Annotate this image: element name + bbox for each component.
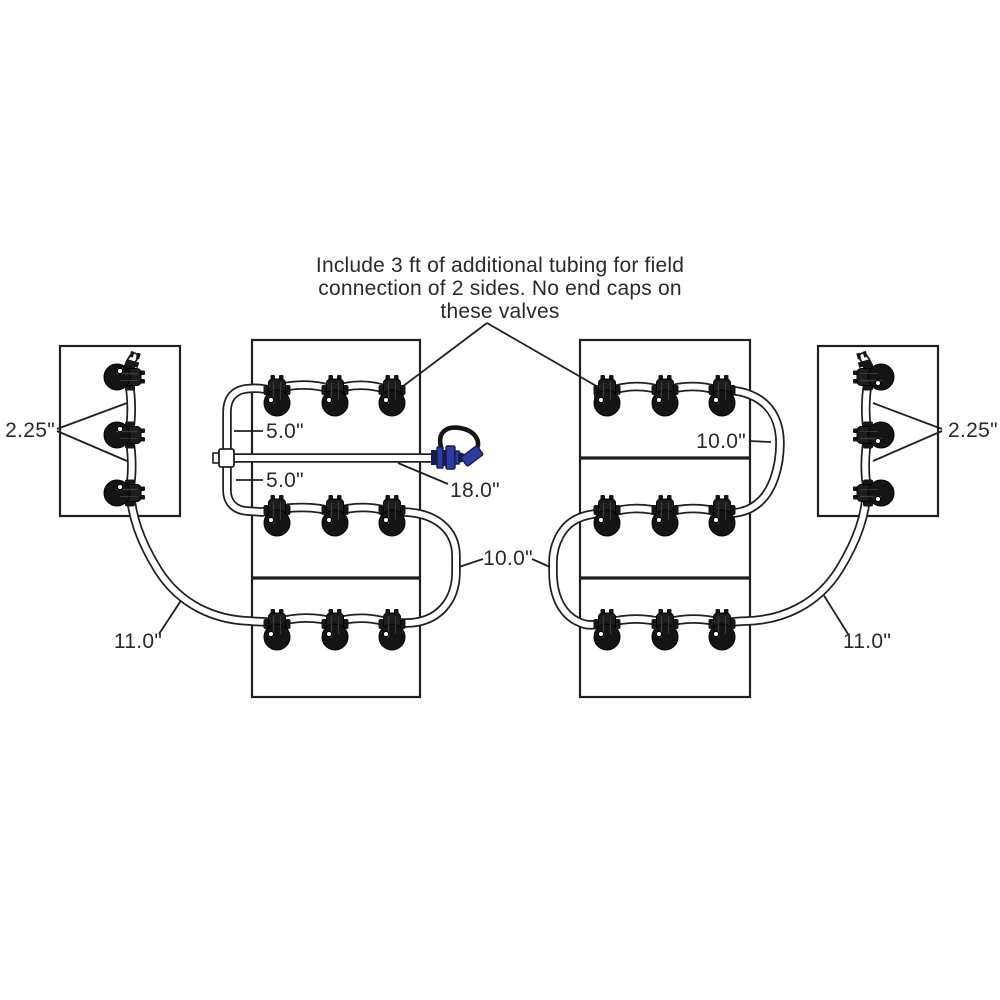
note-line-2: connection of 2 sides. No end caps on	[318, 277, 681, 300]
note-line-3: these valves	[440, 300, 559, 323]
right-spacing-leader-lower	[872, 430, 943, 462]
fitting-loop-tube	[437, 425, 481, 450]
fitting-neck	[454, 450, 460, 465]
note-line-1: Include 3 ft of additional tubing for fi…	[316, 254, 684, 277]
left-drop-leader	[158, 598, 183, 635]
right-drop-label: 11.0"	[843, 630, 891, 653]
fitting-groove	[443, 450, 446, 466]
center-gap-leader-right	[531, 558, 551, 568]
annotation-note: Include 3 ft of additional tubing for fi…	[316, 254, 684, 323]
fitting-collar	[431, 450, 437, 465]
fitting-tag	[460, 445, 484, 467]
left-tube-end-stub	[126, 350, 141, 368]
note-leader-left	[401, 322, 488, 388]
right-spacing-label: 2.25"	[948, 419, 998, 442]
tee-connector-icon	[212, 448, 235, 468]
right-row-gap-leader	[748, 440, 772, 443]
left-spacing-leader-lower	[56, 430, 128, 462]
left-spacing-leader-upper	[56, 402, 128, 430]
right-spacing-leader-upper	[872, 402, 943, 430]
left-spacing-label: 2.25"	[5, 419, 55, 442]
supply-label: 18.0"	[450, 479, 500, 502]
right-drop-leader	[822, 593, 849, 635]
fitting-body	[445, 445, 456, 470]
supply-leader	[397, 462, 449, 485]
center-gap-leader-left	[458, 558, 484, 568]
fitting-ring	[436, 446, 444, 469]
left-drop-label: 11.0"	[114, 630, 162, 653]
note-leader-right	[486, 322, 599, 388]
lower-branch-label: 5.0"	[266, 469, 304, 492]
right-tube-end-stub	[856, 350, 871, 368]
valve-layer	[103, 362, 895, 651]
quick-connect-fitting-icon	[431, 425, 484, 470]
leader-lines	[56, 322, 943, 635]
upper-branch-label: 5.0"	[266, 420, 304, 443]
center-gap-label: 10.0"	[483, 547, 533, 570]
right-row-gap-label: 10.0"	[696, 430, 746, 453]
